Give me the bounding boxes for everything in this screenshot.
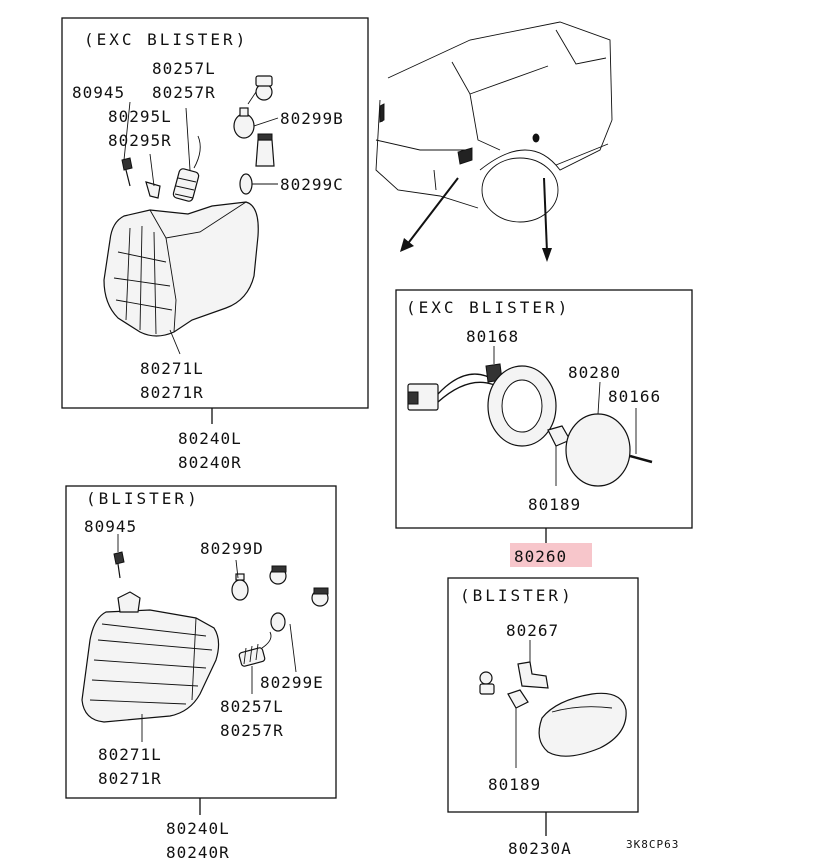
header-side-blister: (BLISTER) [460, 586, 574, 605]
assembly-80240l-top: 80240L [178, 429, 242, 448]
label-80189-blister: 80189 [488, 775, 542, 794]
label-80295r: 80295R [108, 131, 172, 150]
front-exc-parts [103, 75, 279, 355]
label-80299c: 80299C [280, 175, 344, 194]
label-80271l-blister: 80271L [98, 745, 162, 764]
assembly-80260: 80260 [514, 547, 568, 566]
header-front-exc-blister: (EXC BLISTER) [84, 30, 249, 49]
label-80189: 80189 [528, 495, 582, 514]
label-80945-blister: 80945 [84, 517, 138, 536]
label-80280: 80280 [568, 363, 622, 382]
label-80271r: 80271R [140, 383, 204, 402]
box-side-exc [395, 289, 693, 529]
pointer-arrows [400, 177, 552, 262]
assembly-80240r-top: 80240R [178, 453, 242, 472]
front-blister-parts [81, 534, 329, 742]
box-front-blister [65, 485, 337, 799]
label-80295l: 80295L [108, 107, 172, 126]
header-front-blister: (BLISTER) [86, 489, 200, 508]
vehicle-sketch [375, 21, 613, 223]
box-side-blister [447, 577, 639, 813]
label-80945: 80945 [72, 83, 126, 102]
label-80166: 80166 [608, 387, 662, 406]
label-80267: 80267 [506, 621, 560, 640]
assembly-80240r-bottom: 80240R [166, 843, 230, 862]
label-80299d: 80299D [200, 539, 264, 558]
side-blister-parts [479, 640, 627, 768]
label-80271l: 80271L [140, 359, 204, 378]
label-80257l: 80257L [152, 59, 216, 78]
side-exc-parts [407, 346, 653, 487]
label-80168: 80168 [466, 327, 520, 346]
label-80271r-blister: 80271R [98, 769, 162, 788]
highlight-80260 [510, 543, 592, 567]
label-80257l-blister: 80257L [220, 697, 284, 716]
box-front-exc [61, 17, 369, 409]
label-80299b: 80299B [280, 109, 344, 128]
label-80257r: 80257R [152, 83, 216, 102]
label-80299e: 80299E [260, 673, 324, 692]
diagram-code: 3K8CP63 [626, 838, 680, 851]
assembly-80230a: 80230A [508, 839, 572, 858]
label-80257r-blister: 80257R [220, 721, 284, 740]
header-side-exc-blister: (EXC BLISTER) [406, 298, 571, 317]
assembly-80240l-bottom: 80240L [166, 819, 230, 838]
